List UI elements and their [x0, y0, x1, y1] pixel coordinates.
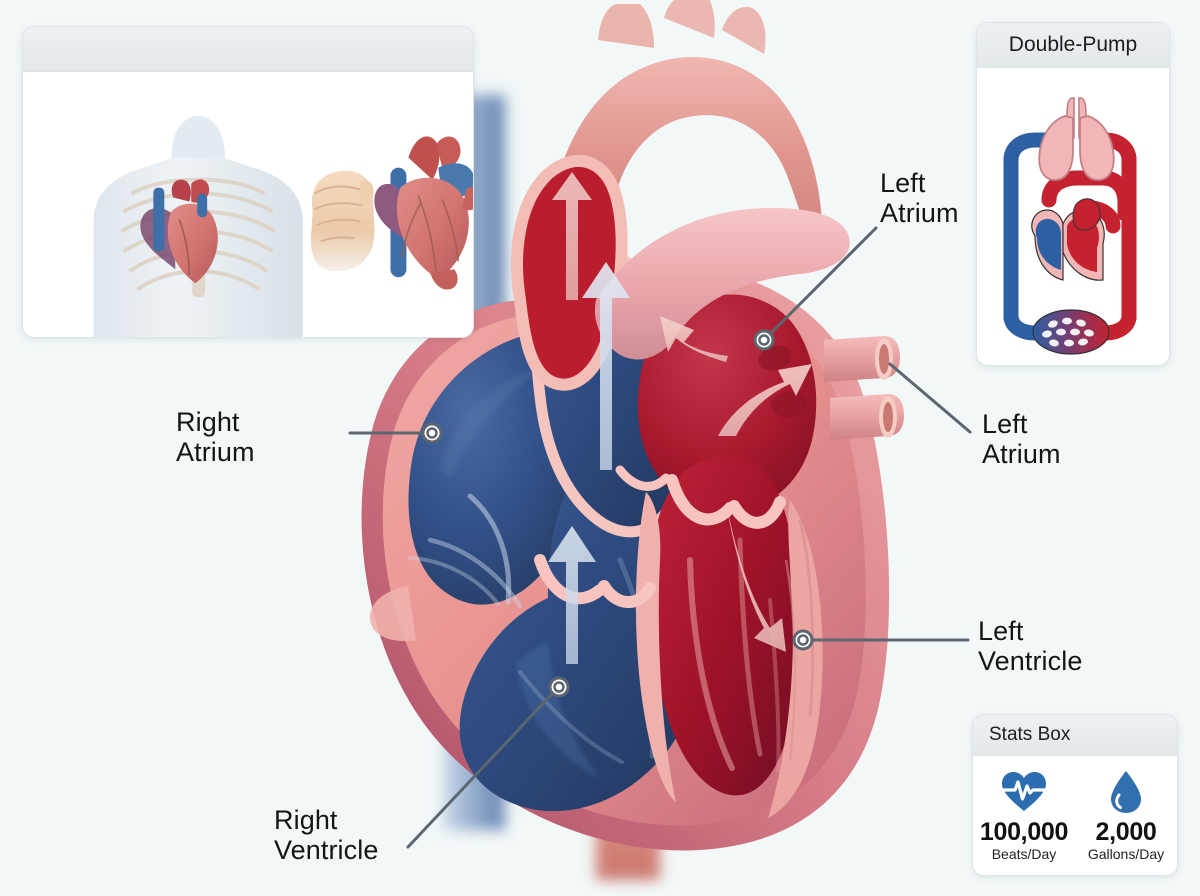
anatomical-heart-illustration — [374, 136, 473, 290]
double-pump-card-body — [977, 68, 1169, 365]
stats-card-header: Stats Box — [973, 715, 1177, 756]
stat-beats-per-day: 100,000 Beats/Day — [978, 768, 1070, 862]
inset-card-header — [23, 27, 473, 72]
water-drop-icon-svg — [1111, 771, 1141, 813]
callout-marker-right-atrium[interactable] — [421, 422, 443, 444]
stats-card-body: 100,000 Beats/Day 2,000 Gallons/Day — [973, 756, 1177, 875]
stat-label: Gallons/Day — [1087, 846, 1165, 862]
torso-fist-heart-illustration — [93, 115, 473, 337]
callout-label-right-atrium: Right Atrium — [176, 407, 255, 468]
inset-heart-in-chest — [140, 179, 218, 284]
fist-illustration — [310, 170, 375, 272]
callout-marker-inner-left-atrium-top — [758, 334, 770, 346]
inferior-vena-cava — [369, 586, 416, 642]
interventricular-septum — [635, 492, 676, 802]
callout-marker-left-ventricle[interactable] — [792, 629, 814, 651]
flow-arrows — [548, 172, 812, 664]
heart-size-inset-card[interactable] — [22, 26, 474, 338]
callout-marker-left-atrium-top[interactable] — [753, 329, 775, 351]
stats-card-title: Stats Box — [989, 724, 1071, 745]
callout-label-left-ventricle: Left Ventricle — [978, 616, 1083, 677]
lungs-icon — [1038, 97, 1115, 181]
stat-gallons-per-day: 2,000 Gallons/Day — [1080, 768, 1172, 862]
double-pump-card-title: Double-Pump — [1008, 33, 1138, 56]
callout-marker-inner-left-ventricle — [797, 634, 809, 646]
left-ventricle-wall — [768, 500, 823, 818]
aortic-valve — [615, 465, 671, 491]
water-drop-icon — [1109, 768, 1143, 816]
heart-pulse-icon — [1001, 768, 1047, 816]
double-pump-card[interactable]: Double-Pump — [976, 22, 1170, 366]
leader-line-left-atrium-right — [888, 362, 972, 434]
torso-silhouette — [93, 115, 303, 337]
circulation-schematic — [1003, 97, 1137, 355]
callout-label-left-atrium-right: Left Atrium — [982, 409, 1061, 470]
stat-label: Beats/Day — [991, 846, 1057, 862]
pulmonary-artery — [594, 208, 850, 360]
left-atrium-chamber — [637, 294, 817, 512]
callout-marker-inner-right-ventricle — [553, 681, 565, 693]
leader-line-left-atrium-top — [769, 226, 878, 335]
pulmonary-veins — [824, 336, 904, 440]
capillary-bed-icon — [1032, 309, 1110, 355]
callout-label-right-ventricle: Right Ventricle — [274, 805, 379, 866]
callout-label-left-atrium-top: Left Atrium — [880, 168, 959, 229]
callout-marker-right-ventricle[interactable] — [548, 676, 570, 698]
stat-value: 2,000 — [1095, 818, 1157, 846]
stat-value: 100,000 — [979, 818, 1069, 846]
double-pump-card-header: Double-Pump — [977, 23, 1169, 68]
heart-pulse-icon-svg — [1002, 772, 1046, 811]
mitral-valve — [666, 474, 786, 529]
inset-card-body — [23, 72, 473, 337]
callout-marker-inner-right-atrium — [426, 427, 438, 439]
leader-line-right-ventricle — [406, 692, 554, 849]
schematic-heart-icon — [1031, 198, 1105, 281]
stats-card[interactable]: Stats Box 100,000 Beats/Day — [972, 714, 1178, 876]
